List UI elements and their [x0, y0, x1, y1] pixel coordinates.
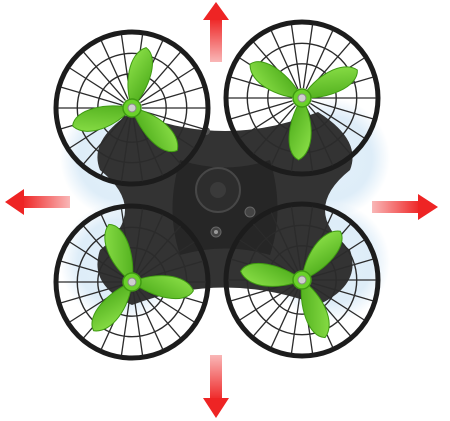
rotor-bottom-left	[53, 203, 211, 361]
propeller	[240, 230, 343, 339]
rotor-bottom-right	[223, 201, 381, 359]
propeller	[91, 223, 194, 332]
propeller	[249, 61, 358, 161]
arrow-left-icon	[5, 189, 70, 215]
arrow-down-icon	[203, 355, 229, 418]
drone-frame	[97, 112, 353, 305]
rotor-group	[53, 19, 381, 361]
rotor-top-right	[223, 19, 381, 177]
arrow-right-icon	[372, 194, 438, 220]
rotor-top-left	[53, 29, 211, 187]
arrow-up-icon	[203, 2, 229, 62]
propeller	[72, 47, 179, 153]
